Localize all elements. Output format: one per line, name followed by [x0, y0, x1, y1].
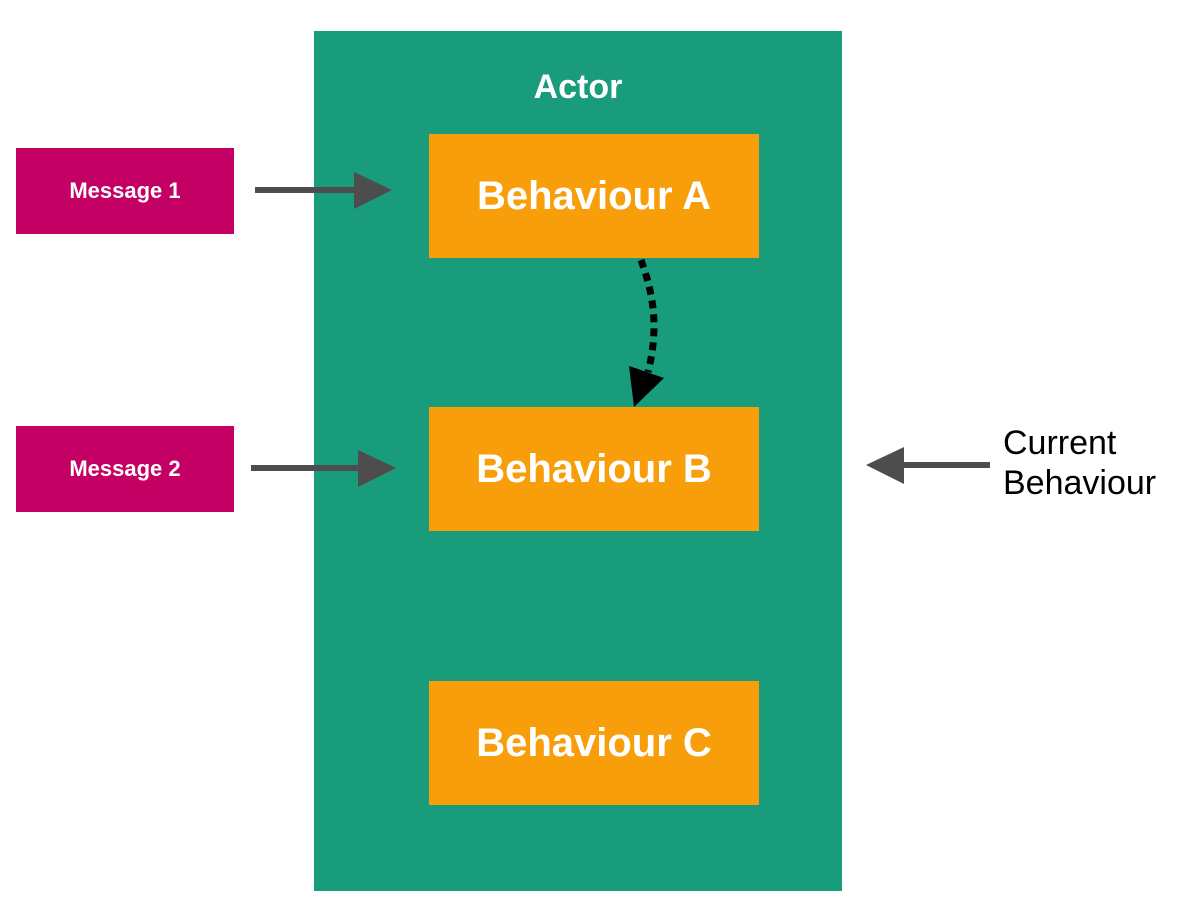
- message-1: Message 1: [16, 148, 234, 234]
- current-behaviour-label: Current Behaviour: [1003, 423, 1156, 503]
- transition-arrow: [629, 258, 664, 407]
- behaviour-b: Behaviour B: [429, 407, 759, 531]
- current-behaviour-line1: Current: [1003, 424, 1117, 462]
- current-behaviour-arrow: [866, 447, 990, 484]
- actor-title: Actor: [533, 68, 623, 106]
- behaviour-a: Behaviour A: [429, 134, 759, 258]
- behaviour-c: Behaviour C: [429, 681, 759, 805]
- message-1-arrow: [255, 172, 392, 209]
- message-2-arrow: [251, 450, 396, 487]
- current-behaviour-line2: Behaviour: [1003, 464, 1157, 502]
- message-2: Message 2: [16, 426, 234, 512]
